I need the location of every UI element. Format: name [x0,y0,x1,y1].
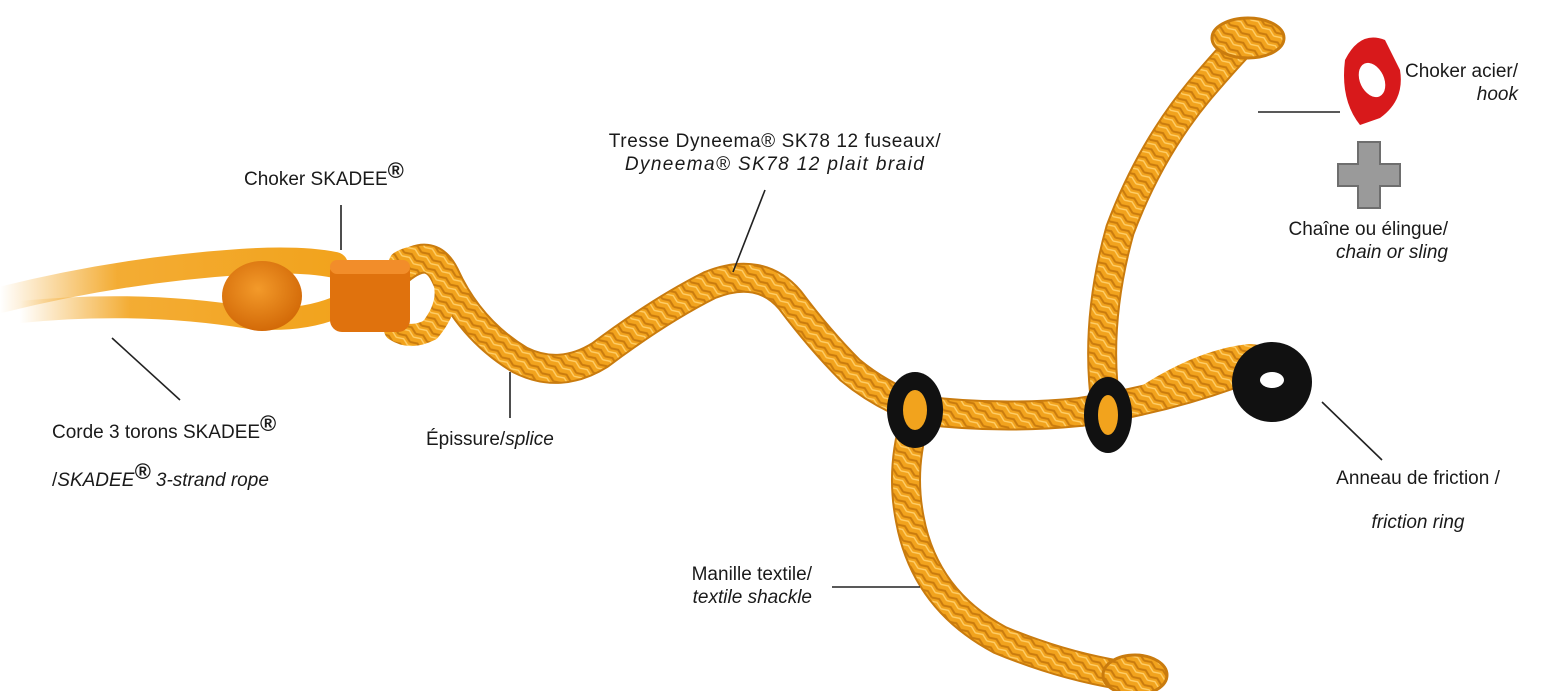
upper-rope [1102,18,1284,400]
registered-mark: ® [134,459,150,484]
label-chain-or-sling: Chaîne ou élingue/ chain or sling [1260,218,1448,264]
anneau-line1: Anneau de friction / [1318,465,1518,493]
label-splice: Épissure/splice [426,428,554,451]
chaine-line1: Chaîne ou élingue/ [1260,218,1448,241]
corde-line1: Corde 3 torons SKADEE [52,422,260,443]
plus-icon [1338,142,1400,208]
skadee-choker-icon [330,260,410,332]
tresse-line2: Dyneema® SK78 12 plait braid [560,153,990,176]
choker-acier-line1: Choker acier/ [1380,60,1518,83]
manille-line2: textile shackle [640,586,812,609]
choker-acier-line2: hook [1380,83,1518,106]
epissure-text: Épissure/ [426,429,505,450]
manille-line1: Manille textile/ [640,563,812,586]
registered-mark: ® [260,411,276,436]
label-friction-ring: Anneau de friction / friction ring [1318,465,1518,537]
label-steel-hook: Choker acier/ hook [1380,60,1518,106]
textile-shackle [906,420,1167,691]
label-choker-skadee: Choker SKADEE® [244,168,404,191]
splice-text: splice [505,429,554,450]
rope-eye-ball [222,261,302,331]
corde-line2-rest: 3-strand rope [151,470,269,491]
anneau-line2: friction ring [1318,509,1518,537]
label-textile-shackle: Manille textile/ textile shackle [640,563,812,609]
label-three-strand-rope: Corde 3 torons SKADEE® /SKADEE® 3-strand… [52,418,276,496]
tresse-line1: Tresse Dyneema® SK78 12 fuseaux/ [560,130,990,153]
corde-line2-brand: SKADEE [57,470,134,491]
chaine-line2: chain or sling [1260,241,1448,264]
label-dyneema-braid: Tresse Dyneema® SK78 12 fuseaux/ Dyneema… [560,130,990,176]
choker-skadee-text: Choker SKADEE [244,169,388,190]
registered-mark: ® [388,158,404,183]
